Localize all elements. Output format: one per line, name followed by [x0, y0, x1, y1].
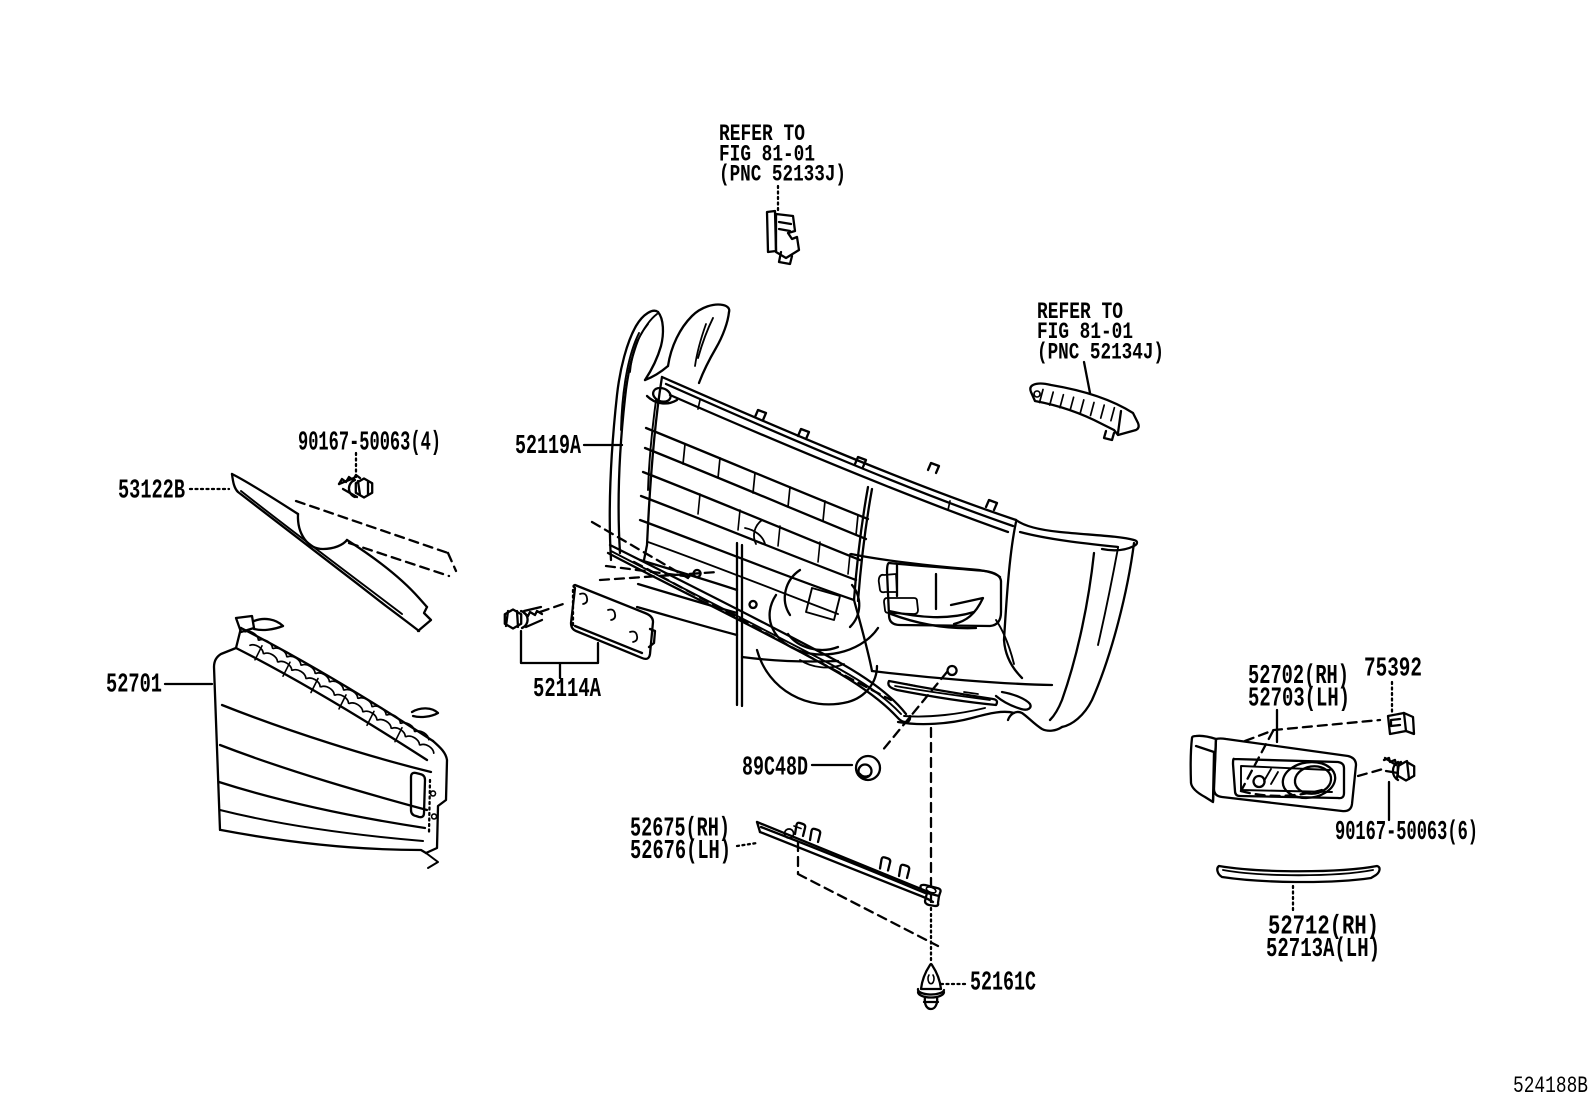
- svg-text:52676(LH): 52676(LH): [630, 837, 731, 867]
- svg-text:(PNC 52133J): (PNC 52133J): [719, 162, 846, 188]
- svg-text:90167-50063(6): 90167-50063(6): [1335, 818, 1478, 848]
- svg-text:52703(LH): 52703(LH): [1248, 685, 1350, 715]
- svg-text:FIG 81-01: FIG 81-01: [719, 141, 815, 167]
- svg-text:REFER TO: REFER TO: [1037, 299, 1123, 325]
- svg-text:52161C: 52161C: [970, 969, 1036, 999]
- svg-text:52675(RH): 52675(RH): [630, 815, 730, 845]
- svg-text:52114A: 52114A: [533, 675, 602, 705]
- svg-text:(PNC 52134J): (PNC 52134J): [1037, 340, 1164, 366]
- svg-text:52119A: 52119A: [515, 432, 582, 462]
- svg-text:FIG 81-01: FIG 81-01: [1037, 319, 1133, 345]
- svg-text:524188B: 524188B: [1513, 1073, 1588, 1099]
- svg-text:52702(RH): 52702(RH): [1248, 662, 1349, 692]
- svg-text:52701: 52701: [106, 671, 162, 701]
- svg-text:75392: 75392: [1364, 655, 1422, 685]
- svg-text:89C48D: 89C48D: [742, 754, 808, 784]
- svg-text:90167-50063(4): 90167-50063(4): [298, 429, 441, 459]
- svg-text:52712(RH): 52712(RH): [1268, 913, 1379, 943]
- svg-text:52713A(LH): 52713A(LH): [1266, 935, 1380, 965]
- svg-text:REFER TO: REFER TO: [719, 121, 805, 147]
- svg-text:53122B: 53122B: [118, 477, 185, 507]
